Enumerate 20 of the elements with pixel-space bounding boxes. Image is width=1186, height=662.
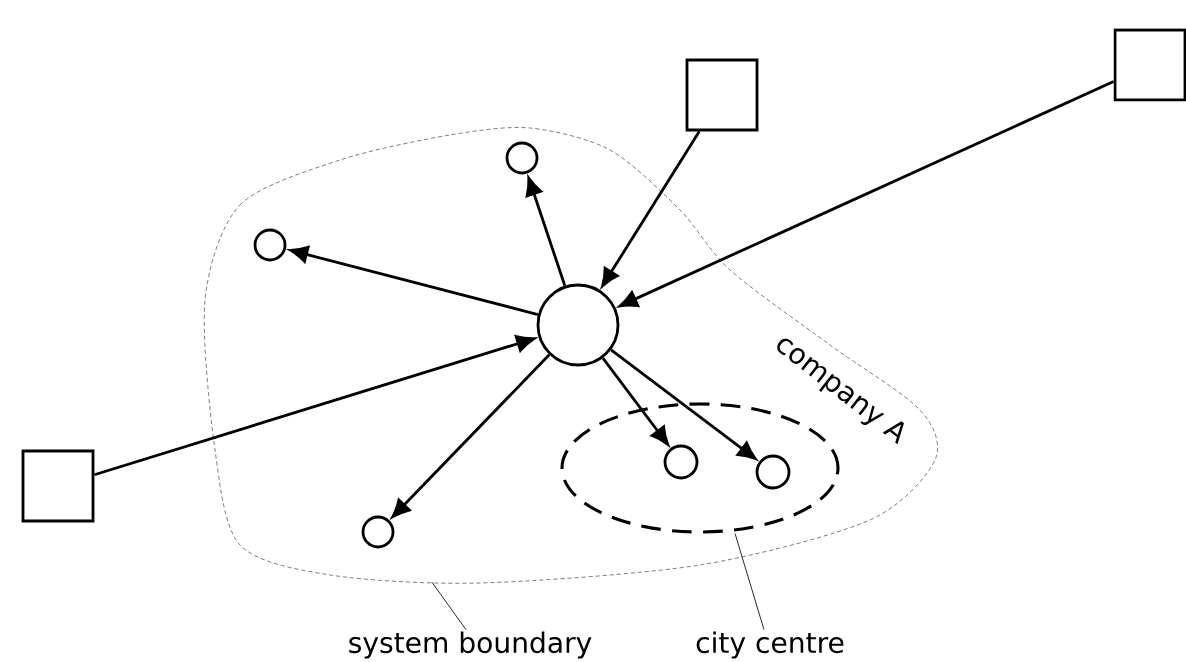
arrow bbox=[601, 357, 669, 446]
arrow bbox=[391, 353, 551, 518]
circle bbox=[755, 454, 791, 490]
arrow bbox=[601, 130, 701, 288]
label: system boundary bbox=[349, 631, 592, 659]
arrow bbox=[525, 176, 567, 287]
circle bbox=[253, 228, 287, 262]
square bbox=[21, 449, 95, 523]
label: city centre bbox=[696, 631, 844, 659]
circle bbox=[663, 444, 699, 480]
leader-line bbox=[431, 581, 467, 631]
arrow bbox=[94, 335, 536, 477]
arrow bbox=[289, 246, 539, 316]
circle bbox=[361, 515, 395, 549]
square bbox=[685, 58, 759, 132]
arrow bbox=[610, 348, 757, 460]
circle bbox=[536, 283, 620, 367]
leader-line bbox=[734, 533, 765, 631]
circle bbox=[505, 141, 539, 175]
arrow bbox=[618, 80, 1115, 308]
